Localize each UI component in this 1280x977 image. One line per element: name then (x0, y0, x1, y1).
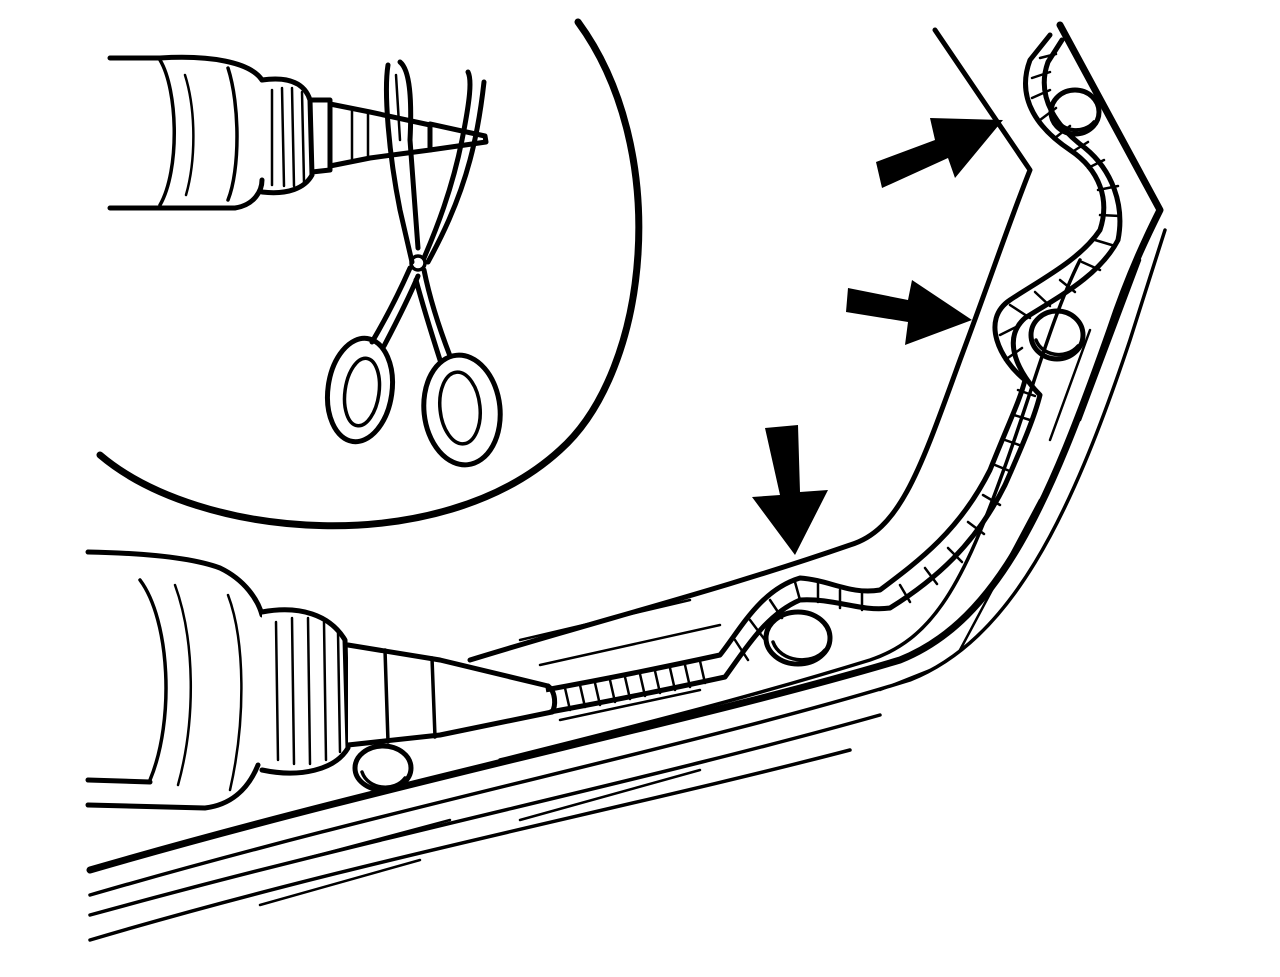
callout-arrows (752, 118, 1003, 555)
detail-inset (96, 18, 643, 530)
arrow-right-icon (846, 280, 972, 345)
flange-inner-edge (467, 27, 1033, 663)
arrow-right-icon (876, 118, 1003, 188)
bolt-hole (763, 609, 833, 667)
pan-flange (86, 21, 1167, 942)
scissors-left-ring (324, 335, 396, 445)
bolt-hole (1048, 87, 1102, 137)
inset-circle-outline (96, 18, 643, 530)
bolt-hole (1028, 308, 1086, 362)
scissors-icon (324, 59, 503, 468)
bolt-hole (352, 743, 414, 793)
sealant-tube (85, 549, 558, 811)
inset-tube (107, 54, 489, 211)
scissors-right-ring (421, 352, 503, 468)
sealant-bead (542, 32, 1123, 715)
flange-outer-edge (86, 21, 1164, 874)
arrow-down-icon (752, 425, 828, 555)
